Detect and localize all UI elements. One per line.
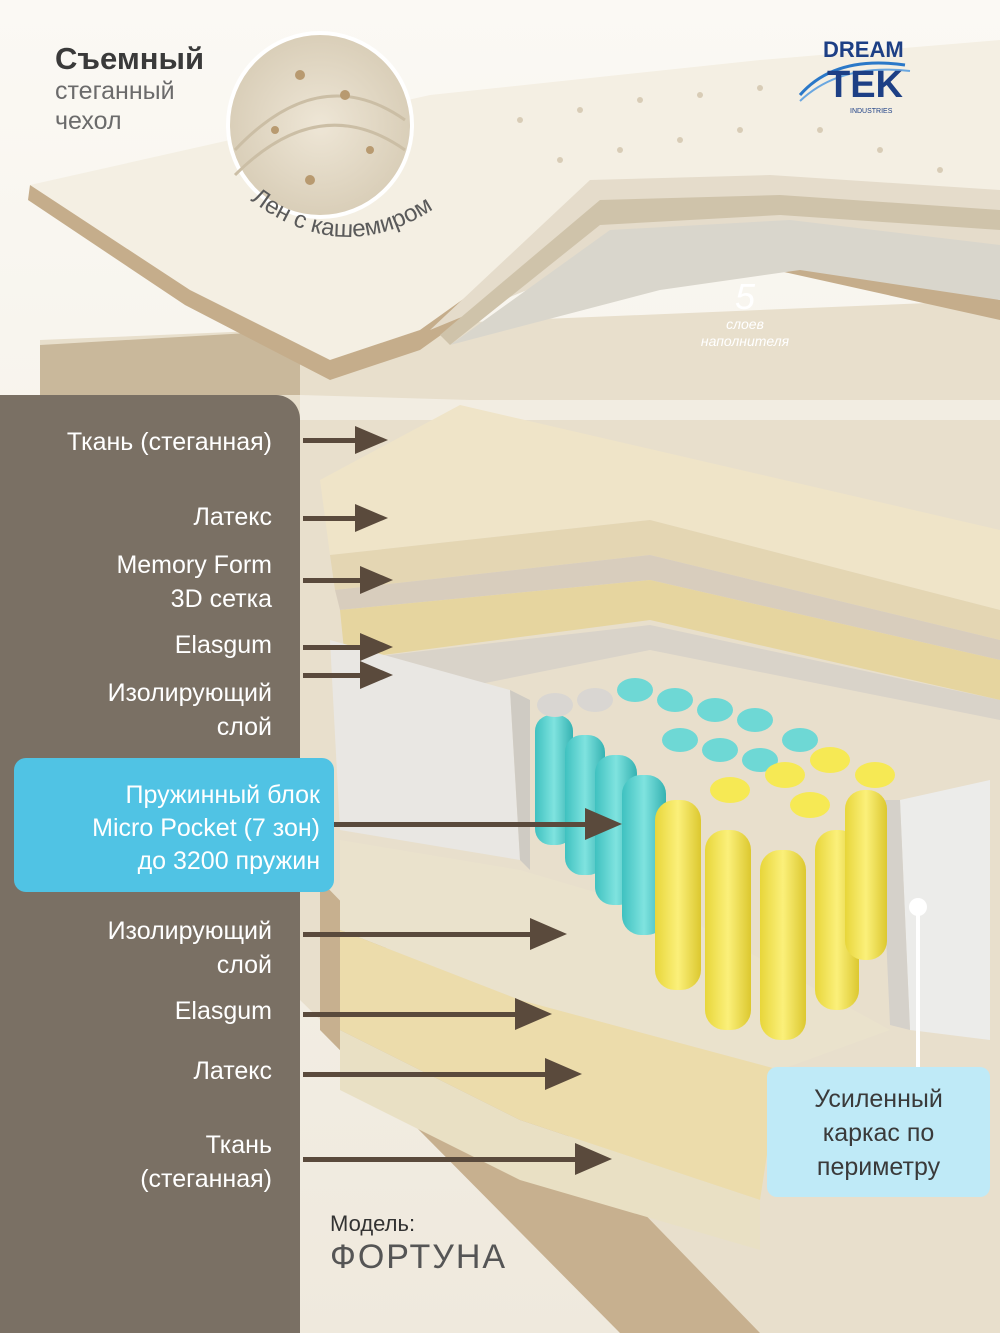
material-label: Лен с кашемиром (247, 183, 437, 243)
filler-label-line2: наполнителя (700, 333, 790, 349)
layer-label: Латекс (193, 1057, 272, 1085)
spring-block-line3: до 3200 пружин (137, 847, 320, 875)
layer-label: Elasgum (174, 631, 272, 659)
frame-line3: периметру (816, 1153, 941, 1181)
material-text: Лен с кашемиром (247, 183, 437, 243)
cover-title-line1: Съемный (55, 41, 205, 76)
cover-title-line2: стеганный (55, 77, 175, 105)
cover-title: Съемный стеганный чехол (55, 42, 204, 136)
brand-line1: DREAM (823, 37, 904, 62)
spring-block-line2: Micro Pocket (7 зон) (92, 814, 320, 842)
svg-text:Лен с кашемиром: Лен с кашемиром (247, 183, 437, 243)
model-name: ФОРТУНА (330, 1238, 508, 1276)
brand-line2: TEK (827, 64, 904, 106)
layer-label: Латекс (193, 503, 272, 531)
brand-line3: INDUSTRIES (850, 108, 893, 115)
spring-block-line1: Пружинный блок (125, 781, 320, 809)
layer-label: Ткань (стеганная) (66, 428, 272, 456)
filler-label-line1: слоев (726, 316, 764, 332)
frame-line1: Усиленный (814, 1085, 943, 1113)
layer-label: Ткань(стеганная) (140, 1131, 272, 1193)
brand-logo: DREAM TEK INDUSTRIES (798, 37, 911, 115)
frame-line2: каркас по (822, 1119, 935, 1147)
filler-count: 5 слоев наполнителя (680, 278, 810, 350)
model-label: Модель: (330, 1211, 416, 1236)
layer-label: Elasgum (174, 997, 272, 1025)
spring-block-callout: Пружинный блок Micro Pocket (7 зон) до 3… (14, 758, 334, 892)
frame-callout: Усиленный каркас по периметру (767, 1067, 990, 1197)
filler-number: 5 (734, 276, 756, 317)
cover-title-line3: чехол (55, 107, 122, 135)
